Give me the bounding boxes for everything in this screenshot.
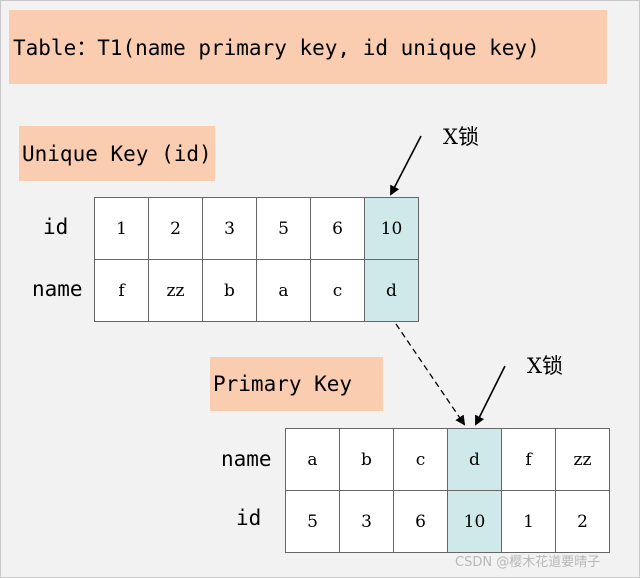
uk-name-cell: a (256, 259, 311, 322)
pk-name-cell: f (501, 428, 556, 491)
pk-row-label-id: id (236, 506, 262, 530)
primary-key-index-table: a b c d f zz 5 3 6 10 1 2 (285, 428, 610, 553)
uk-name-cell: zz (148, 259, 203, 322)
uk-id-cell: 6 (310, 197, 365, 260)
uk-row-label-name: name (32, 277, 83, 301)
index-lookup-dashed-arrow (395, 323, 466, 426)
uk-lock-arrow (390, 135, 422, 196)
uk-id-row: 1 2 3 5 6 10 (94, 197, 419, 260)
pk-lock-label: X锁 (527, 354, 563, 378)
uk-id-cell: 2 (148, 197, 203, 260)
table-definition-text: Table：T1(name primary key, id unique key… (13, 36, 540, 60)
uk-name-cell: c (310, 259, 365, 322)
pk-name-row: a b c d f zz (285, 428, 610, 491)
unique-key-title-box: Unique Key (id) (19, 126, 215, 181)
uk-name-cell: b (202, 259, 257, 322)
pk-id-cell-locked: 10 (447, 490, 502, 553)
uk-id-cell: 5 (256, 197, 311, 260)
primary-key-title-box: Primary Key (210, 357, 383, 411)
pk-id-cell: 2 (555, 490, 610, 553)
uk-name-row: f zz b a c d (94, 259, 419, 322)
uk-name-cell-locked: d (364, 259, 419, 322)
pk-name-cell: b (339, 428, 394, 491)
primary-key-title: Primary Key (213, 372, 353, 396)
watermark: CSDN @樱木花道要晴子 (455, 555, 601, 570)
pk-id-row: 5 3 6 10 1 2 (285, 490, 610, 553)
pk-name-cell: a (285, 428, 340, 491)
pk-name-cell: zz (555, 428, 610, 491)
table-definition-banner: Table：T1(name primary key, id unique key… (9, 10, 607, 84)
pk-lock-arrow (475, 365, 506, 426)
uk-row-label-id: id (43, 215, 69, 239)
uk-id-cell-locked: 10 (364, 197, 419, 260)
uk-name-cell: f (94, 259, 149, 322)
unique-key-title: Unique Key (id) (22, 141, 212, 166)
unique-key-index-table: 1 2 3 5 6 10 f zz b a c d (94, 197, 419, 322)
uk-lock-label: X锁 (443, 125, 479, 149)
pk-row-label-name: name (221, 447, 272, 471)
